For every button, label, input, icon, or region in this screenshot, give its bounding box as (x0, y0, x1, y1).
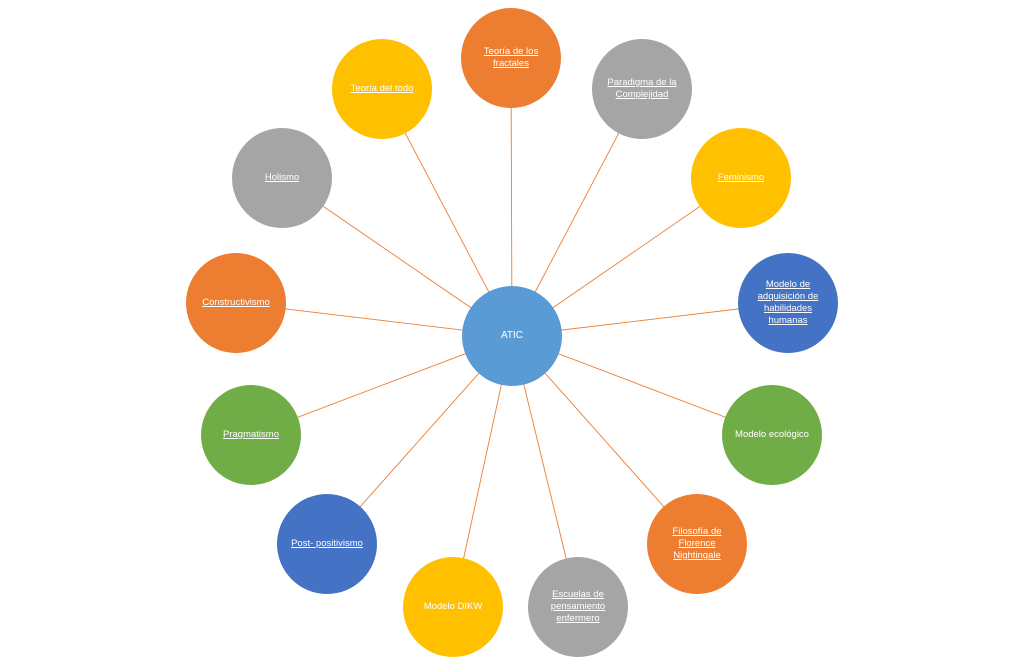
node-label[interactable]: Holismo (264, 172, 300, 184)
node-constructivismo[interactable]: Constructivismo (186, 253, 286, 353)
node-label[interactable]: Filosofía de Florence Nightingale (672, 526, 722, 561)
node-post-positivismo[interactable]: Post- positivismo (277, 494, 377, 594)
node-label[interactable]: Teoría de los fractales (483, 46, 539, 69)
node-escuelas-pensamiento[interactable]: Escuelas de pensamiento enfermero (528, 557, 628, 657)
node-pragmatismo[interactable]: Pragmatismo (201, 385, 301, 485)
center-node-atic: ATIC (462, 286, 562, 386)
node-label: Modelo DIKW (423, 601, 483, 613)
node-label[interactable]: Pragmatismo (223, 429, 279, 441)
node-label[interactable]: Teoría del todo (350, 83, 414, 95)
node-teoria-del-todo[interactable]: Teoría del todo (332, 39, 432, 139)
node-label: Modelo ecológico (735, 429, 809, 441)
node-label[interactable]: Paradigma de la Complejidad (607, 77, 677, 100)
node-label[interactable]: Escuelas de pensamiento enfermero (550, 589, 606, 624)
center-node-label: ATIC (500, 329, 524, 341)
node-label[interactable]: Modelo de adquisición de habilidades hum… (757, 279, 819, 326)
node-filosofia-nightingale[interactable]: Filosofía de Florence Nightingale (647, 494, 747, 594)
node-paradigma-complejidad[interactable]: Paradigma de la Complejidad (592, 39, 692, 139)
node-modelo-dikw: Modelo DIKW (403, 557, 503, 657)
node-modelo-adquisicion-habilidades[interactable]: Modelo de adquisición de habilidades hum… (738, 253, 838, 353)
node-holismo[interactable]: Holismo (232, 128, 332, 228)
node-label[interactable]: Constructivismo (202, 297, 270, 309)
node-label[interactable]: Post- positivismo (291, 538, 363, 550)
node-label[interactable]: Feminismo (717, 172, 765, 184)
node-teoria-fractales[interactable]: Teoría de los fractales (461, 8, 561, 108)
node-modelo-ecologico: Modelo ecológico (722, 385, 822, 485)
node-feminismo[interactable]: Feminismo (691, 128, 791, 228)
